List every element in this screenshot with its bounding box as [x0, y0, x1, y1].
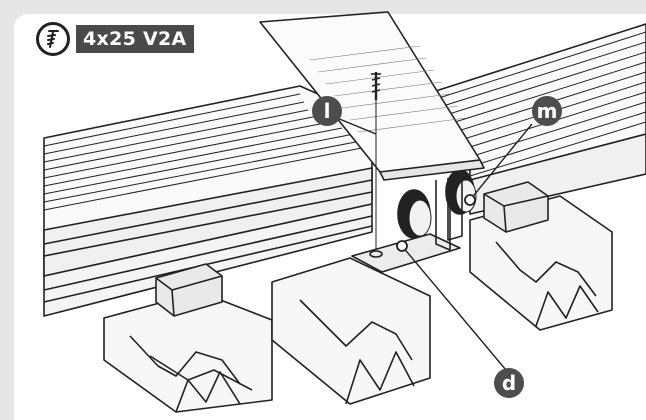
screw-spec-badge: 4x25 V2A — [36, 22, 194, 56]
callout-d: d — [494, 368, 524, 398]
cover-profile — [259, 11, 485, 181]
gap-seal-left — [397, 189, 432, 239]
leader-m-dot — [464, 194, 476, 206]
screw-icon — [36, 22, 70, 56]
clip-block-left — [155, 263, 223, 317]
leader-d — [401, 245, 507, 371]
joist-rail-left — [103, 291, 273, 413]
leader-m — [469, 123, 533, 201]
deck-board-front — [43, 203, 373, 317]
screw-spec-label: 4x25 V2A — [76, 25, 194, 53]
leader-l — [336, 117, 377, 135]
callout-l: l — [312, 96, 342, 126]
joist-rail-middle — [271, 257, 431, 405]
clip-block-right — [483, 181, 549, 233]
screw — [371, 72, 381, 250]
callout-m: m — [532, 96, 562, 126]
leader-d-dot — [396, 240, 408, 252]
callout-leaders — [336, 117, 533, 371]
deck-board-left — [43, 85, 373, 277]
